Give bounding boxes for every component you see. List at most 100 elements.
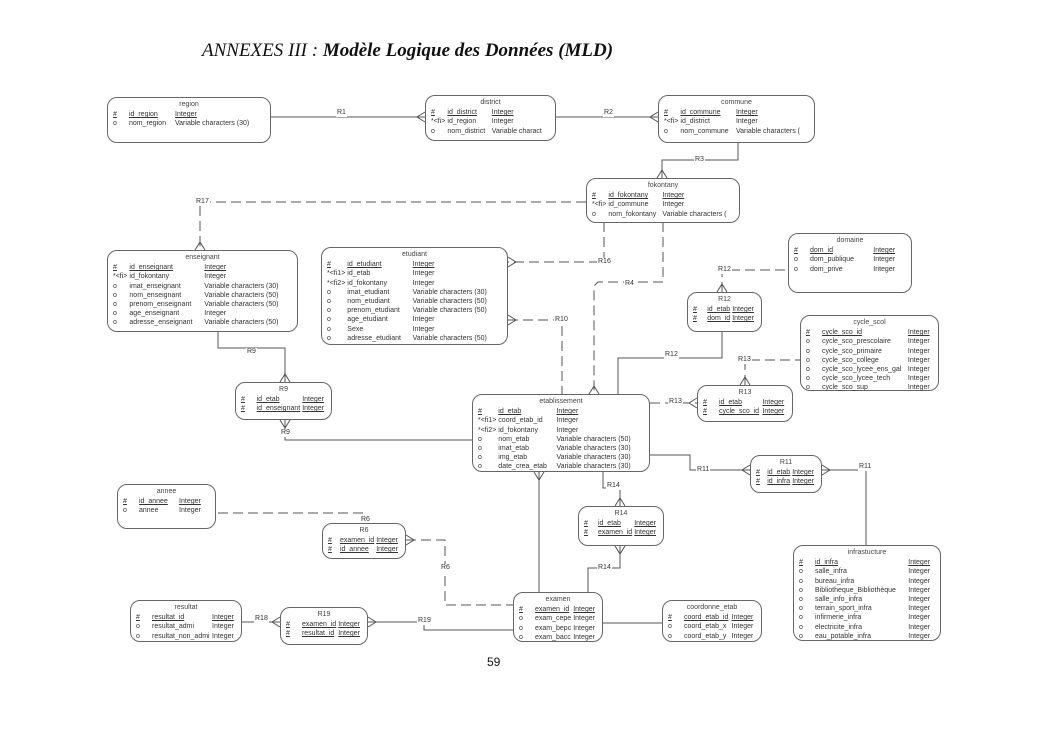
link-r11b bbox=[822, 469, 867, 545]
attribute-type: Integer bbox=[873, 256, 896, 264]
attribute-type: Integer bbox=[907, 338, 930, 346]
crowfoot bbox=[821, 464, 831, 476]
attribute-name: id_annee bbox=[139, 498, 168, 506]
attribute-name: id_infra bbox=[767, 478, 791, 486]
relation-label: R6 bbox=[360, 516, 371, 524]
attribute-marker: # bbox=[584, 520, 588, 528]
attribute-marker: o bbox=[327, 325, 331, 333]
attribute-type: Variable characters (30) bbox=[412, 288, 487, 296]
attribute-type: Integer bbox=[907, 384, 930, 392]
attribute-type: Integer bbox=[731, 623, 754, 631]
attribute-type: Integer bbox=[302, 396, 324, 404]
attribute-name: examen_id bbox=[339, 537, 375, 545]
entity-name: R13 bbox=[738, 389, 752, 396]
attribute-type: Integer bbox=[212, 614, 234, 622]
attribute-type: Integer bbox=[573, 624, 595, 632]
attribute-name: coord_etab_id bbox=[498, 417, 543, 425]
crowfoot bbox=[194, 241, 206, 251]
attribute-marker: # bbox=[693, 306, 697, 314]
entity-name: R9 bbox=[279, 386, 288, 393]
attribute-marker: o bbox=[519, 624, 523, 632]
relation-label: R16 bbox=[597, 258, 612, 266]
attribute-marker: o bbox=[806, 375, 810, 383]
attribute-marker: o bbox=[113, 301, 117, 309]
crowfoot bbox=[279, 419, 291, 429]
attribute-type: Variable characters (30) bbox=[175, 120, 250, 128]
attribute-marker: o bbox=[799, 614, 803, 622]
entity-name: fokontany bbox=[647, 182, 679, 189]
attribute-type: Integer bbox=[634, 520, 656, 528]
attribute-type: Integer bbox=[412, 325, 435, 333]
attribute-marker: # bbox=[241, 396, 245, 404]
attribute-name: coord_etab_id bbox=[684, 614, 729, 622]
attribute-type: Integer bbox=[908, 586, 931, 594]
attribute-name: id_fokontany bbox=[498, 426, 538, 434]
crowfoot bbox=[614, 545, 626, 555]
attribute-marker: o bbox=[113, 310, 117, 318]
relation-label: R4 bbox=[624, 280, 635, 288]
crowfoot bbox=[588, 385, 600, 395]
attribute-marker: o bbox=[799, 586, 803, 594]
link-r9a bbox=[217, 332, 286, 382]
attribute-marker: o bbox=[113, 282, 117, 290]
attribute-marker: o bbox=[113, 120, 117, 128]
attribute-name: nom_etudiant bbox=[347, 298, 390, 306]
attribute-name: id_infra bbox=[815, 559, 838, 567]
attribute-name: id_etab bbox=[767, 469, 791, 477]
attribute-name: id_district bbox=[680, 118, 710, 126]
attribute-type: Variable characters (50) bbox=[556, 435, 631, 443]
attribute-type: Variable characters (30) bbox=[556, 454, 631, 462]
attribute-name: id_etab bbox=[256, 396, 280, 404]
attribute-name: id_etudiant bbox=[347, 261, 382, 269]
attribute-name: imat_enseignant bbox=[129, 282, 181, 290]
attribute-marker: o bbox=[478, 445, 482, 453]
link-r10 bbox=[508, 319, 563, 394]
attribute-marker: o bbox=[799, 605, 803, 613]
crowfoot bbox=[507, 314, 517, 326]
page-title: ANNEXES III : Modèle Logique des Données… bbox=[202, 40, 613, 62]
attribute-name: id_etab bbox=[347, 270, 371, 278]
attribute-name: imat_etudiant bbox=[347, 288, 390, 296]
